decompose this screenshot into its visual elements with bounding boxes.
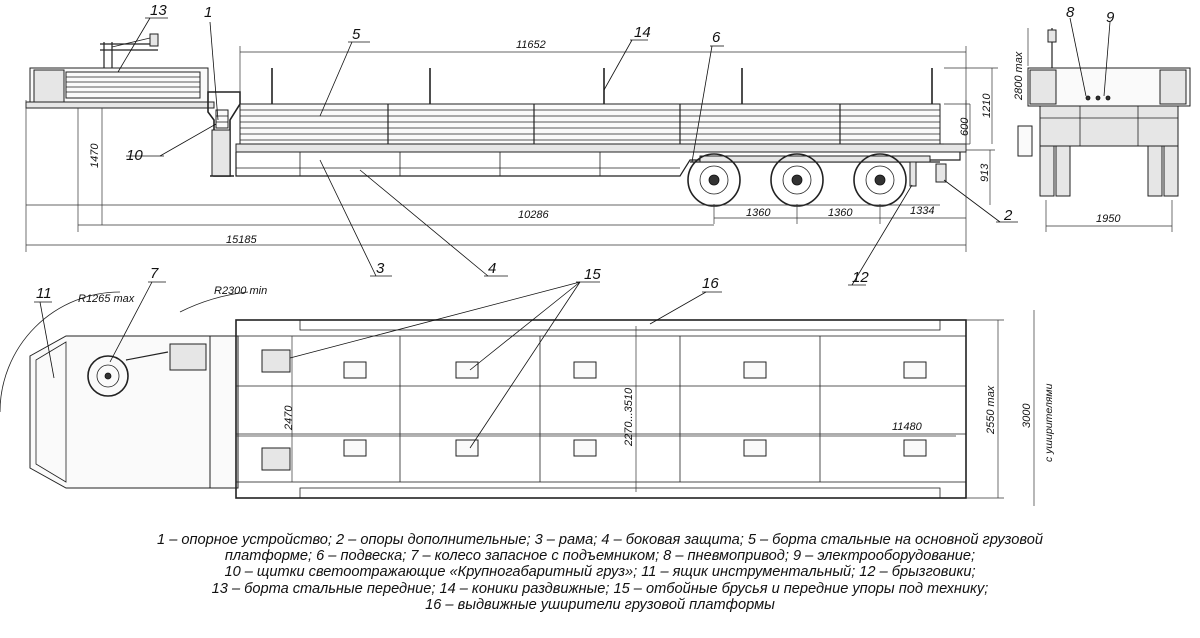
- dim-width-2470: 2470: [283, 405, 295, 431]
- side-dimensions: [25, 46, 998, 252]
- front-side-boards: [65, 71, 201, 99]
- trailer-technical-drawing: 11652 10286 1360 1360 1334 15185 1470 60…: [0, 2, 1191, 506]
- dim-width-extended-note: с уширителями: [1043, 383, 1055, 462]
- spare-wheel-top: [87, 355, 129, 397]
- callout-3: 3: [376, 260, 385, 277]
- top-view: 2470 2270...3510 11480 2550 max 3000 с у…: [0, 265, 1055, 506]
- legend-line: 1 – опорное устройство; 2 – опоры дополн…: [157, 532, 1043, 548]
- callout-2: 2: [1003, 207, 1013, 224]
- dim-rear-overhang: 1334: [910, 205, 934, 217]
- dim-deck-height: 913: [979, 163, 991, 182]
- callout-12: 12: [852, 269, 869, 286]
- frame: [235, 152, 961, 177]
- dim-platform-inner-length: 11480: [892, 421, 923, 433]
- legend-line: платформе; 6 – подвеска; 7 – колесо запа…: [224, 548, 976, 565]
- legend-line: 13 – борта стальные передние; 14 – коник…: [211, 580, 989, 597]
- extender-top: [299, 319, 941, 331]
- platform-outline: [235, 319, 967, 499]
- callout-8: 8: [1066, 4, 1075, 21]
- callout-1: 1: [204, 4, 212, 21]
- dim-radius-turn: R2300 min: [214, 285, 267, 297]
- mudflap: [909, 161, 917, 187]
- dim-width-range: 2270...3510: [623, 387, 635, 447]
- dim-width-extended: 3000: [1021, 403, 1033, 428]
- gooseneck-floor: [25, 101, 215, 109]
- callout-16: 16: [702, 275, 719, 292]
- legend-line: 16 – выдвижные уширители грузовой платфо…: [425, 596, 775, 613]
- rear-frame: [1039, 105, 1179, 147]
- callout-14: 14: [634, 24, 651, 41]
- dim-max-height: 2800 max: [1013, 51, 1025, 101]
- dim-width-max: 2550 max: [985, 385, 997, 435]
- rear-support: [935, 163, 947, 183]
- dim-axle-spacing-1: 1360: [746, 207, 771, 219]
- callout-11: 11: [36, 285, 52, 302]
- stoppers: [261, 349, 927, 471]
- legend: 1 – опорное устройство; 2 – опоры дополн…: [0, 532, 1200, 613]
- dim-track-width: 1950: [1096, 213, 1121, 225]
- front-box-side-panel: [33, 69, 65, 103]
- dim-axle-spacing-2: 1360: [828, 207, 853, 219]
- stakes: [271, 68, 933, 104]
- platform-deck: [235, 143, 967, 153]
- dim-overall-length: 15185: [226, 234, 257, 246]
- dim-radius-front: R1265 max: [78, 293, 135, 305]
- extender-bottom: [299, 487, 941, 499]
- dim-side-height: 600: [959, 117, 971, 136]
- side-view: 11652 10286 1360 1360 1334 15185 1470 60…: [25, 2, 1018, 286]
- callout-10: 10: [126, 147, 143, 164]
- rear-view: 1950 2800 max 8 9: [1013, 4, 1191, 232]
- callout-6: 6: [712, 29, 721, 46]
- callout-9: 9: [1106, 9, 1115, 26]
- spare-wheel-crane: [100, 33, 159, 68]
- callout-5: 5: [352, 26, 361, 43]
- legend-line: 10 – щитки светоотражающие «Крупногабари…: [224, 564, 976, 581]
- dim-base-length: 10286: [518, 209, 549, 221]
- callout-4: 4: [488, 260, 496, 277]
- dim-platform-length: 11652: [516, 39, 546, 51]
- pneumatic-valves: [169, 343, 207, 371]
- wheels-rear: [1039, 145, 1179, 197]
- dim-coupling-height: 1470: [89, 143, 101, 168]
- callout-7: 7: [150, 265, 159, 282]
- support-leg: [211, 129, 231, 177]
- main-side-boards: [239, 103, 941, 145]
- dim-stake-height: 1210: [981, 93, 993, 118]
- callout-15: 15: [584, 266, 601, 283]
- callout-13: 13: [150, 2, 167, 19]
